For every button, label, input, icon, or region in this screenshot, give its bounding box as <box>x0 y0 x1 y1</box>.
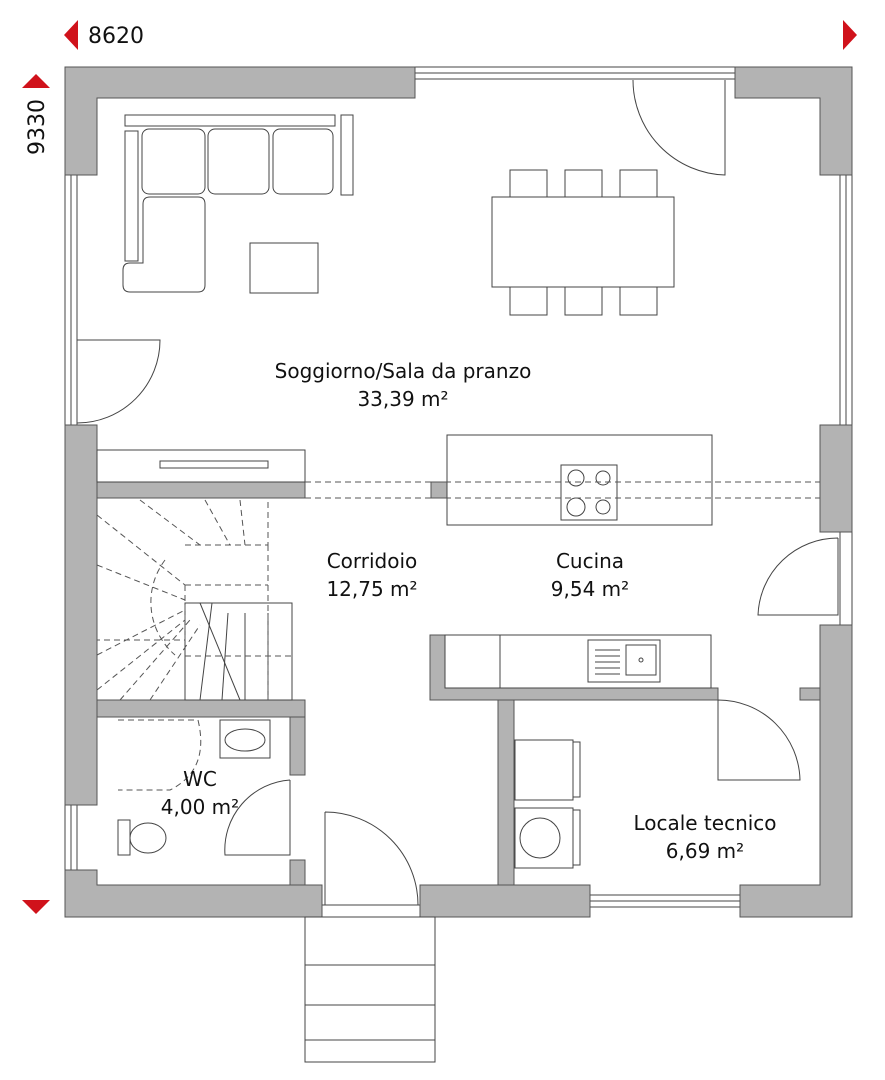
room-area-wc: 4,00 m² <box>161 795 239 819</box>
dining-table <box>491 169 675 316</box>
walls <box>64 66 853 918</box>
staircase <box>96 498 293 701</box>
room-name-corridor: Corridoio <box>327 549 418 573</box>
room-area-technical: 6,69 m² <box>666 839 744 863</box>
arrow-up-icon <box>22 74 50 88</box>
room-name-kitchen: Cucina <box>556 549 624 573</box>
arrow-right-icon <box>843 20 857 50</box>
appliances <box>514 739 581 869</box>
room-area-kitchen: 9,54 m² <box>551 577 629 601</box>
room-name-living: Soggiorno/Sala da pranzo <box>275 359 532 383</box>
room-area-corridor: 12,75 m² <box>326 577 417 601</box>
room-area-living: 33,39 m² <box>357 387 448 411</box>
arrow-left-icon <box>64 20 78 50</box>
width-dimension: 8620 <box>88 24 144 49</box>
room-name-technical: Locale tecnico <box>633 811 776 835</box>
arrow-down-icon <box>22 900 50 914</box>
room-name-wc: WC <box>183 767 217 791</box>
windows <box>64 66 853 918</box>
room-labels: Soggiorno/Sala da pranzo 33,39 m² Corrid… <box>161 359 777 863</box>
doors <box>76 79 839 1063</box>
kitchen-island <box>446 434 713 526</box>
kitchen-counter <box>444 634 712 689</box>
wc-fixtures <box>117 719 271 856</box>
furniture <box>96 114 820 869</box>
depth-dimension: 9330 <box>25 99 50 155</box>
